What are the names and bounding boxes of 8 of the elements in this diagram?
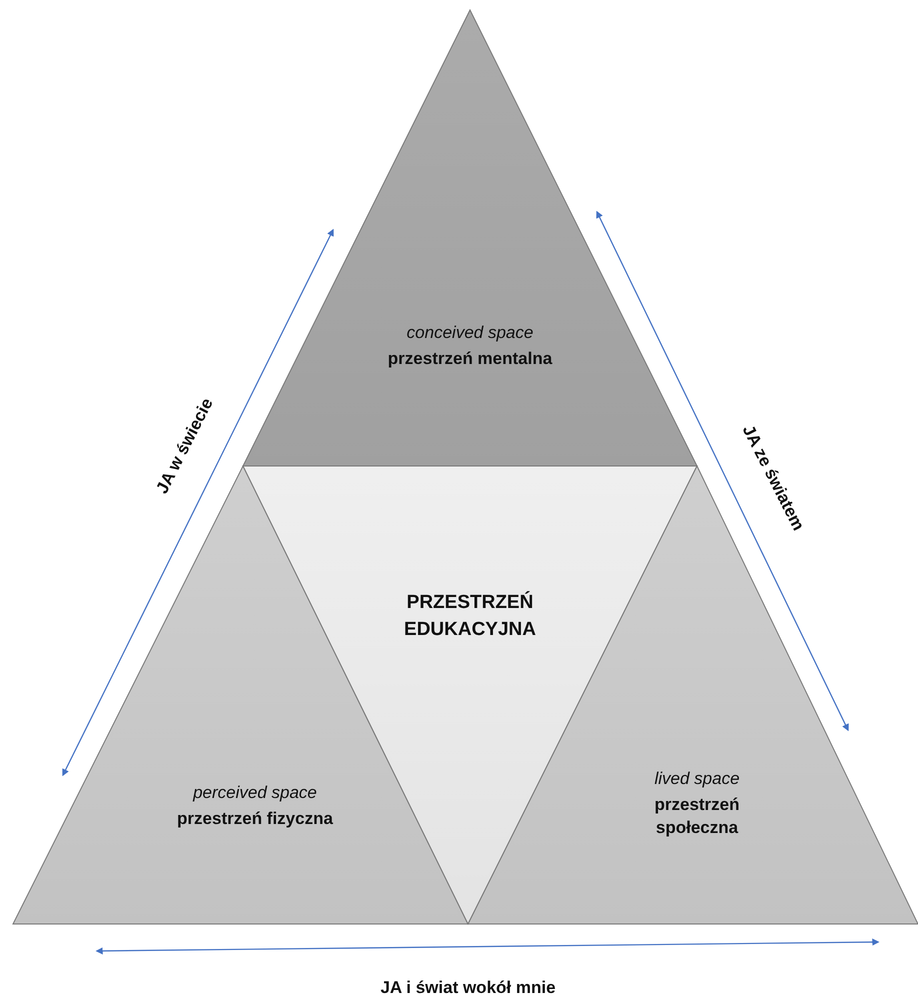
axis-label: JA i świat wokół mnie: [380, 978, 556, 998]
space-title: przestrzeń mentalna: [388, 348, 552, 370]
space-title: przestrzeń fizyczna: [177, 808, 333, 830]
space-title: przestrzeń społeczna: [653, 794, 741, 840]
space-subtitle: perceived space: [193, 782, 317, 804]
space-subtitle: lived space: [654, 768, 740, 790]
space-subtitle: conceived space: [406, 322, 534, 344]
space-title: PRZESTRZEŃ EDUKACYJNA: [403, 590, 537, 642]
